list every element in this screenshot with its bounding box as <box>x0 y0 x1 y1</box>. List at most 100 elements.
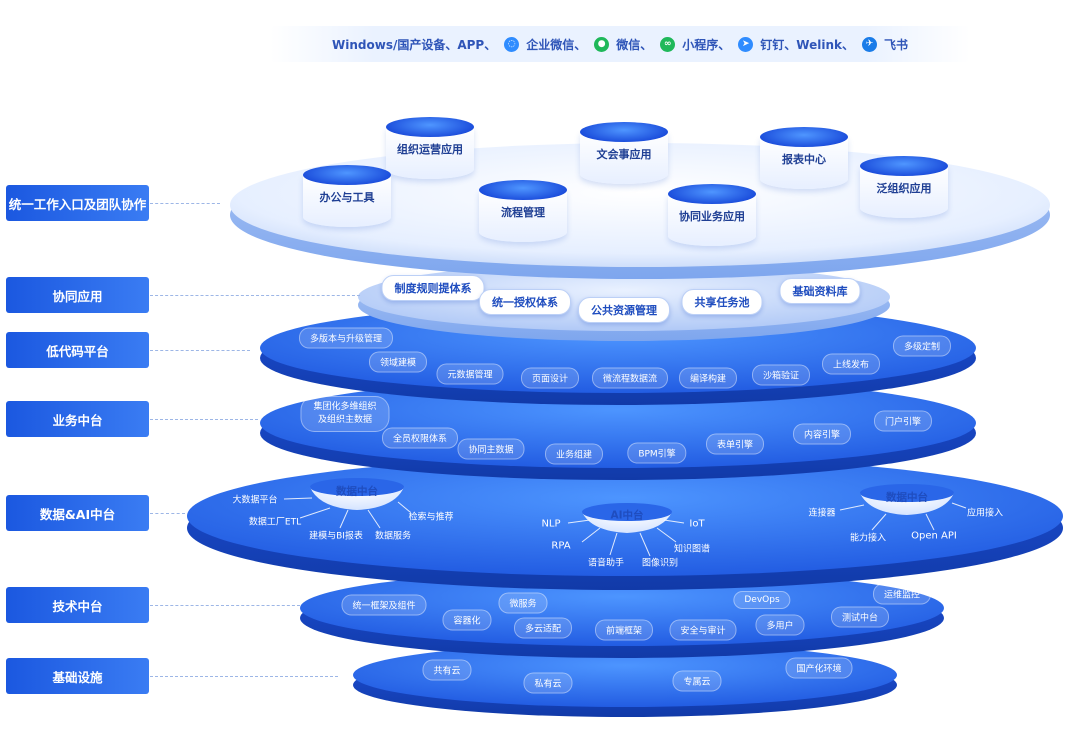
data-item: 连接器 <box>808 508 836 519</box>
app-cylinder: 办公与工具 <box>303 165 391 227</box>
disc-business <box>260 378 976 480</box>
connector-data-ai <box>150 513 185 514</box>
dingtalk-icon: ➤ <box>738 36 754 52</box>
business-item-line: 及组织主数据 <box>317 415 373 425</box>
business-item: BPM引擎 <box>627 442 687 464</box>
data-item: 检索与推荐 <box>408 512 454 523</box>
lowcode-item: 上线发布 <box>821 353 881 375</box>
data-item: 数据服务 <box>374 531 412 542</box>
layer-label-infra: 基础设施 <box>6 658 149 694</box>
app-cylinder: 报表中心 <box>760 127 848 189</box>
app-cylinder: 泛组织应用 <box>860 156 948 218</box>
channel-feishu: 飞书 <box>883 37 908 52</box>
app-cylinder: 文会事应用 <box>580 122 668 184</box>
collab-item: 统一授权体系 <box>479 289 571 315</box>
lowcode-item: 多版本与升级管理 <box>298 327 394 349</box>
collab-item: 制度规则提体系 <box>381 275 485 301</box>
collab-item: 公共资源管理 <box>578 297 670 323</box>
infra-item: 国产化环境 <box>785 657 853 679</box>
data-item: 大数据平台 <box>232 495 278 506</box>
miniprogram-icon: ∞ <box>660 36 676 52</box>
lowcode-item: 编译构建 <box>678 367 738 389</box>
data-item: 能力接入 <box>849 533 887 544</box>
tech-item: 安全与审计 <box>669 619 737 641</box>
tech-item: 运维监控 <box>872 583 932 605</box>
access-channels-bar: Windows/国产设备、APP、 ◌ 企业微信、 ● 微信、 ∞ 小程序、 ➤… <box>270 26 970 62</box>
data-center-right-title: 数据中台 <box>886 491 928 504</box>
layer-label-entry: 统一工作入口及团队协作 <box>6 185 149 221</box>
business-item: 门户引擎 <box>873 410 933 432</box>
tech-item: 统一框架及组件 <box>341 594 427 616</box>
lowcode-item: 沙箱验证 <box>751 364 811 386</box>
ai-item: IoT <box>689 518 705 530</box>
infra-item: 私有云 <box>523 672 573 694</box>
ai-item: RPA <box>551 540 571 552</box>
connector-entry <box>150 203 220 204</box>
tech-item: 多用户 <box>755 614 805 636</box>
business-item: 协同主数据 <box>457 438 525 460</box>
infra-item: 共有云 <box>422 659 472 681</box>
ai-item: 图像识别 <box>641 558 679 569</box>
tech-item: 前端框架 <box>594 619 654 641</box>
disc-infrastructure <box>353 643 897 717</box>
layer-label-data-ai: 数据&AI中台 <box>6 495 149 531</box>
layer-label-lowcode: 低代码平台 <box>6 332 149 368</box>
data-item: 应用接入 <box>966 508 1004 519</box>
funnel-data-left <box>310 478 404 510</box>
wechat-icon: ● <box>594 36 610 52</box>
channel-wecom: 企业微信、 <box>526 37 587 52</box>
business-item-line: 集团化多维组织 <box>313 402 377 412</box>
app-label: 文会事应用 <box>596 148 652 161</box>
connector-infra <box>150 676 338 677</box>
tech-item: 微服务 <box>498 592 548 614</box>
layer-label-tech: 技术中台 <box>6 587 149 623</box>
ai-item: 语音助手 <box>587 558 625 569</box>
lowcode-item: 领域建模 <box>368 351 428 373</box>
business-item: 内容引擎 <box>792 423 852 445</box>
app-label: 组织运营应用 <box>397 143 463 156</box>
app-cylinder: 协同业务应用 <box>668 184 756 246</box>
lowcode-item: 微流程数据流 <box>591 367 669 389</box>
app-cylinder: 流程管理 <box>479 180 567 242</box>
tech-item: 测试中台 <box>830 606 890 628</box>
lowcode-item: 元数据管理 <box>436 363 504 385</box>
funnel-data-right <box>860 484 954 515</box>
collab-item: 基础资料库 <box>779 278 861 304</box>
business-item: 表单引擎 <box>705 433 765 455</box>
channel-wechat: 微信、 <box>616 37 653 52</box>
channel-miniprogram: 小程序、 <box>682 37 731 52</box>
feishu-icon: ✈ <box>861 36 877 52</box>
data-item: 数据工厂ETL <box>248 517 302 528</box>
infra-item: 专属云 <box>672 670 722 692</box>
lowcode-item: 页面设计 <box>520 367 580 389</box>
funnel-ai-center <box>582 503 672 533</box>
app-label: 办公与工具 <box>319 191 375 204</box>
data-center-left-title: 数据中台 <box>336 485 378 498</box>
business-item: 全员权限体系 <box>381 427 459 449</box>
tech-item: DevOps <box>733 591 791 609</box>
collab-item: 共享任务池 <box>681 289 763 315</box>
app-cylinder: 组织运营应用 <box>386 117 474 179</box>
channel-dingtalk-welink: 钉钉、Welink、 <box>760 37 854 52</box>
data-ai-connectors <box>283 497 967 557</box>
lowcode-item: 多级定制 <box>892 335 952 357</box>
layer-label-collab: 协同应用 <box>6 277 149 313</box>
ai-center-title: AI中台 <box>610 509 644 522</box>
data-item: 建模与BI报表 <box>309 531 363 542</box>
channel-devices: Windows/国产设备、APP、 <box>332 37 497 52</box>
wecom-icon: ◌ <box>504 36 520 52</box>
app-label: 泛组织应用 <box>876 182 932 195</box>
connector-lowcode <box>150 350 250 351</box>
business-item: 业务组建 <box>544 443 604 465</box>
tech-item: 多云适配 <box>513 617 573 639</box>
ai-item: 知识图谱 <box>673 544 711 555</box>
app-label: 协同业务应用 <box>679 210 745 223</box>
connector-business <box>150 419 258 420</box>
business-item-group-org: 集团化多维组织 及组织主数据 <box>300 396 390 432</box>
data-item: Open API <box>911 530 957 542</box>
connector-tech <box>150 605 300 606</box>
ai-item: NLP <box>541 518 561 530</box>
app-label: 流程管理 <box>501 206 545 219</box>
app-label: 报表中心 <box>782 153 826 166</box>
